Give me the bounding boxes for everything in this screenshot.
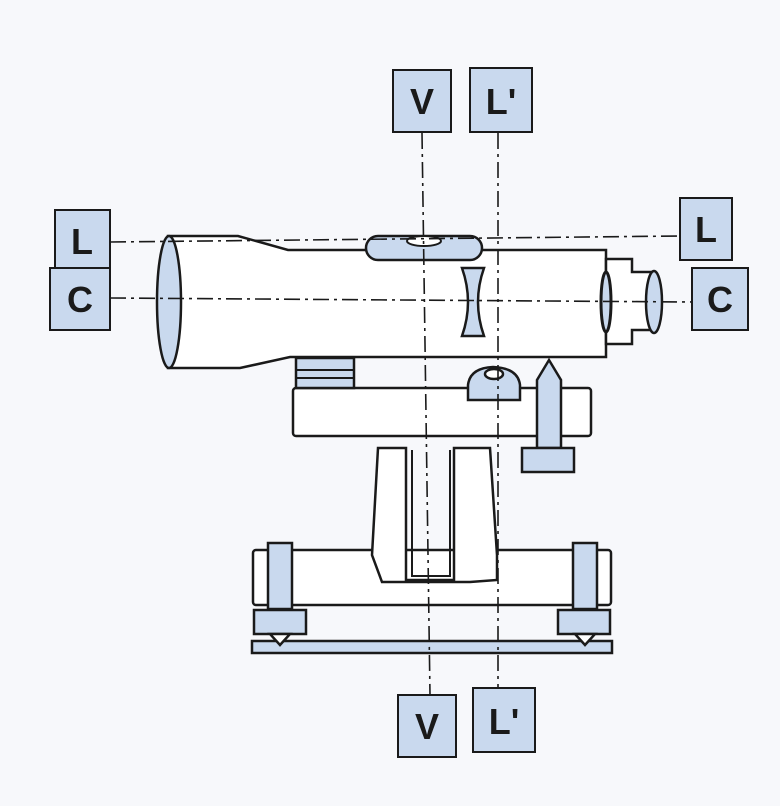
tilting-screw — [520, 357, 576, 474]
label-c-left: C — [49, 267, 111, 331]
label-l-left-text: L — [71, 221, 93, 262]
label-lprime-top-text: L' — [486, 81, 517, 122]
label-v-top-text: V — [410, 81, 434, 122]
telescope-body — [166, 234, 608, 370]
label-v-bottom-text: V — [415, 706, 439, 747]
focusing-lens — [460, 266, 486, 338]
right-foot-screw — [556, 541, 612, 647]
label-v-bottom: V — [397, 694, 457, 758]
label-c-right-text: C — [707, 279, 733, 320]
vertical-standard — [370, 446, 499, 584]
axis-c — [109, 297, 693, 303]
label-l-left: L — [54, 209, 111, 273]
left-foot-screw — [252, 541, 308, 647]
label-c-right: C — [691, 267, 749, 331]
label-lprime-bottom-text: L' — [489, 701, 520, 742]
label-v-top: V — [392, 69, 452, 133]
label-lprime-bottom: L' — [472, 687, 536, 753]
circular-level — [466, 365, 522, 402]
label-l-right: L — [679, 197, 733, 261]
objective-lens — [155, 234, 183, 370]
clamp-screw — [294, 356, 356, 390]
label-c-left-text: C — [67, 279, 93, 320]
label-l-right-text: L — [695, 209, 717, 250]
base-plate — [250, 639, 614, 655]
axis-v — [421, 132, 431, 696]
label-lprime-top: L' — [469, 67, 533, 133]
spindle-slot — [411, 450, 451, 577]
tribrach-bar — [251, 548, 613, 607]
axis-l — [109, 235, 681, 243]
